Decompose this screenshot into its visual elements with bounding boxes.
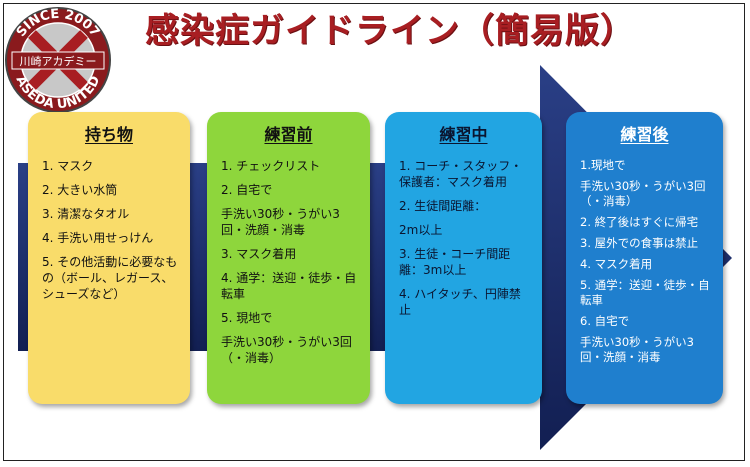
card-list: 1.現地で 手洗い30秒・うがい3回（・消毒） 2. 終了後はすぐに帰宅 3. … bbox=[580, 158, 711, 365]
card-after-practice: 練習後 1.現地で 手洗い30秒・うがい3回（・消毒） 2. 終了後はすぐに帰宅… bbox=[566, 112, 723, 404]
list-item: 6. 自宅で bbox=[580, 314, 630, 328]
list-item: 2. 生徒間距離： bbox=[399, 199, 487, 213]
list-item: 5. 現地で bbox=[221, 311, 273, 325]
list-item: 5. その他活動に必要なもの（ボール、レガース、シューズなど） bbox=[42, 255, 178, 301]
list-item: 1.現地で bbox=[580, 158, 626, 172]
card-heading: 練習中 bbox=[439, 125, 488, 144]
card-before-practice: 練習前 1. チェックリスト 2. 自宅で 手洗い30秒・うがい3回・洗顔・消毒… bbox=[207, 112, 370, 404]
list-item: 3. マスク着用 bbox=[221, 247, 297, 261]
list-item: 4. 手洗い用せっけん bbox=[42, 231, 154, 245]
list-item: 4. 通学：送迎・徒歩・自転車 bbox=[221, 271, 357, 301]
list-item: 手洗い30秒・うがい3回・洗顔・消毒 bbox=[221, 207, 340, 237]
page-title: 感染症ガイドライン（簡易版） bbox=[145, 11, 635, 51]
list-item: 2. 大きい水筒 bbox=[42, 183, 118, 197]
list-item: 手洗い30秒・うがい3回（・消毒） bbox=[580, 179, 706, 208]
list-item: 1. コーチ・スタッフ・保護者：マスク着用 bbox=[399, 159, 523, 189]
list-item: 3. 清潔なタオル bbox=[42, 207, 130, 221]
card-heading: 持ち物 bbox=[84, 125, 133, 144]
list-item: 3. 屋外での食事は禁止 bbox=[580, 236, 699, 250]
logo-middle-text: 川崎アカデミー bbox=[20, 54, 97, 68]
list-item: 1. チェックリスト bbox=[221, 159, 321, 173]
list-item: 手洗い30秒・うがい3回（・消毒） bbox=[221, 335, 352, 365]
card-during-practice: 練習中 1. コーチ・スタッフ・保護者：マスク着用 2. 生徒間距離： 2m以上… bbox=[385, 112, 542, 404]
list-item: 4. マスク着用 bbox=[580, 257, 653, 271]
card-belongings: 持ち物 1. マスク 2. 大きい水筒 3. 清潔なタオル 4. 手洗い用せっけ… bbox=[28, 112, 190, 404]
card-list: 1. チェックリスト 2. 自宅で 手洗い30秒・うがい3回・洗顔・消毒 3. … bbox=[221, 158, 358, 366]
card-list: 1. コーチ・スタッフ・保護者：マスク着用 2. 生徒間距離： 2m以上 3. … bbox=[399, 158, 530, 318]
card-list: 1. マスク 2. 大きい水筒 3. 清潔なタオル 4. 手洗い用せっけん 5.… bbox=[42, 158, 178, 302]
academy-logo: SINCE 2007 ASEDA UNITED 川崎アカデミー bbox=[4, 6, 112, 114]
card-heading: 練習後 bbox=[620, 125, 669, 144]
list-item: 5. 通学：送迎・徒歩・自転車 bbox=[580, 278, 710, 307]
list-item: 2m以上 bbox=[399, 223, 443, 237]
list-item: 4. ハイタッチ、円陣禁止 bbox=[399, 287, 521, 317]
list-item: 2. 自宅で bbox=[221, 183, 273, 197]
list-item: 手洗い30秒・うがい3回・洗顔・消毒 bbox=[580, 335, 694, 364]
list-item: 2. 終了後はすぐに帰宅 bbox=[580, 215, 699, 229]
slide-frame bbox=[3, 3, 745, 461]
list-item: 3. 生徒・コーチ間距離：3m以上 bbox=[399, 247, 511, 277]
card-heading: 練習前 bbox=[264, 125, 313, 144]
list-item: 1. マスク bbox=[42, 159, 94, 173]
